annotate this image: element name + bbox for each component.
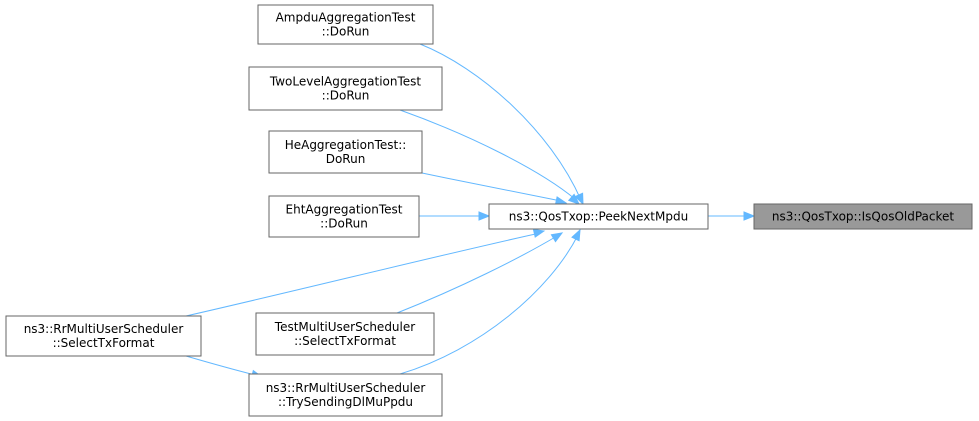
edge-rr_try-to-peek <box>399 234 579 375</box>
graph-nodes: AmpduAggregationTest::DoRunTwoLevelAggre… <box>5 4 973 417</box>
node-label-he-line-0: HeAggregationTest:: <box>285 138 407 152</box>
edge-he-to-peek <box>421 172 562 202</box>
graph-node-eht[interactable]: EhtAggregationTest::DoRun <box>268 195 420 238</box>
graph-edges <box>185 43 756 379</box>
edge-ampdu-to-peek <box>419 43 582 201</box>
node-label-rr_try-line-1: ::TrySendingDlMuPpdu <box>278 395 413 409</box>
node-label-test_select-line-0: TestMultiUserScheduler <box>274 320 415 334</box>
edge-test_select-to-peek <box>396 235 558 314</box>
node-box-ampdu <box>257 4 434 45</box>
arrowhead-ampdu-to-peek <box>574 192 584 206</box>
graph-node-rr_try[interactable]: ns3::RrMultiUserScheduler::TrySendingDlM… <box>248 373 443 417</box>
graph-node-he[interactable]: HeAggregationTest::DoRun <box>268 130 423 174</box>
node-box-isqos <box>753 203 973 230</box>
arrowhead-test_select-to-peek <box>550 232 564 243</box>
node-label-twolevel-line-1: ::DoRun <box>322 89 370 103</box>
arrowhead-peek-to-isqos <box>743 211 756 221</box>
graph-node-ampdu[interactable]: AmpduAggregationTest::DoRun <box>257 4 434 45</box>
node-label-eht-line-0: EhtAggregationTest <box>286 203 403 217</box>
graph-node-test_select[interactable]: TestMultiUserScheduler::SelectTxFormat <box>255 312 435 356</box>
node-label-peek-line-0: ns3::QosTxop::PeekNextMpdu <box>509 210 688 224</box>
graph-node-isqos[interactable]: ns3::QosTxop::IsQosOldPacket <box>753 203 973 230</box>
node-label-rr_try-line-0: ns3::RrMultiUserScheduler <box>266 381 426 395</box>
node-label-twolevel-line-0: TwoLevelAggregationTest <box>269 75 422 89</box>
graph-node-rr_select[interactable]: ns3::RrMultiUserScheduler::SelectTxForma… <box>5 315 202 357</box>
node-label-ampdu-line-1: ::DoRun <box>322 25 370 39</box>
graph-node-twolevel[interactable]: TwoLevelAggregationTest::DoRun <box>248 66 443 111</box>
edge-rr_select-to-rr_try <box>185 355 260 377</box>
graph-node-peek[interactable]: ns3::QosTxop::PeekNextMpdu <box>488 203 709 230</box>
node-label-rr_select-line-0: ns3::RrMultiUserScheduler <box>24 322 184 336</box>
node-label-ampdu-line-0: AmpduAggregationTest <box>276 11 416 25</box>
arrowhead-rr_try-to-peek <box>571 228 581 242</box>
node-box-peek <box>488 203 709 230</box>
edge-rr_select-to-peek <box>185 232 541 317</box>
node-label-test_select-line-1: ::SelectTxFormat <box>294 334 396 348</box>
edge-twolevel-to-peek <box>399 109 576 200</box>
arrowhead-rr_select-to-peek <box>532 228 546 238</box>
node-box-rr_try <box>248 373 443 417</box>
node-box-test_select <box>255 312 435 356</box>
node-label-he-line-1: DoRun <box>326 152 366 166</box>
node-box-he <box>268 130 423 174</box>
node-box-rr_select <box>5 315 202 357</box>
node-box-eht <box>268 195 420 238</box>
node-label-rr_select-line-1: ::SelectTxFormat <box>53 336 155 350</box>
node-box-twolevel <box>248 66 443 111</box>
arrowhead-eht-to-peek <box>478 211 491 221</box>
arrowhead-twolevel-to-peek <box>567 193 581 205</box>
node-label-eht-line-1: ::DoRun <box>320 217 368 231</box>
node-label-isqos-line-0: ns3::QosTxop::IsQosOldPacket <box>772 210 955 224</box>
